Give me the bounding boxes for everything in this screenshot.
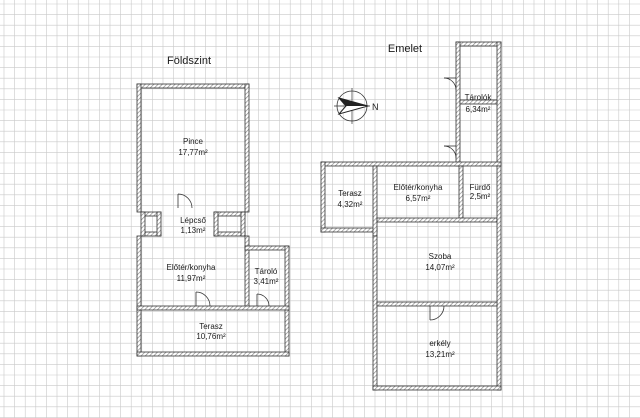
room-name-terasz-ground: Terasz	[199, 322, 223, 331]
room-area-szoba: 14,07m²	[425, 263, 455, 272]
ground-walls	[136, 83, 290, 357]
room-area-furdo: 2,5m²	[470, 192, 491, 201]
room-area-erkely: 13,21m²	[425, 350, 455, 359]
upper-walls	[320, 41, 502, 391]
compass-north-icon: N	[334, 88, 379, 124]
room-name-eloter-konyha-upper: Előtér/konyha	[394, 183, 443, 192]
room-area-lepcso: 1,13m²	[181, 226, 206, 235]
room-name-lepcso: Lépcső	[180, 216, 206, 225]
room-area-terasz-ground: 10,76m²	[196, 332, 226, 341]
upper-floor-plan: Emelet Tárolók 6,34m² Terasz 4,32m² Előt…	[320, 41, 502, 391]
room-name-tarolok: Tárolók	[465, 93, 493, 102]
room-name-szoba: Szoba	[429, 252, 452, 261]
room-name-tarolo: Tároló	[255, 267, 278, 276]
room-name-erkely: erkély	[429, 339, 450, 348]
room-area-eloter-konyha-upper: 6,57m²	[406, 194, 431, 203]
room-area-tarolok: 6,34m²	[466, 105, 491, 114]
ground-floor-plan: Földszint Pince 17,77m² Lépcső 1,13m² El…	[136, 55, 290, 357]
ground-doors	[177, 193, 270, 307]
room-name-pince: Pince	[183, 137, 204, 146]
upper-floor-title: Emelet	[388, 43, 422, 55]
room-area-pince: 17,77m²	[178, 148, 208, 157]
room-area-terasz-upper: 4,32m²	[338, 200, 363, 209]
room-area-tarolo: 3,41m²	[254, 277, 279, 286]
room-name-eloter-konyha-ground: Előtér/konyha	[167, 263, 216, 272]
room-name-furdo: Fürdő	[470, 183, 491, 192]
upper-doors	[429, 77, 457, 321]
ground-floor-title: Földszint	[167, 55, 211, 67]
compass-label: N	[372, 102, 379, 112]
room-name-terasz-upper: Terasz	[338, 189, 362, 198]
room-area-eloter-konyha-ground: 11,97m²	[177, 274, 206, 283]
